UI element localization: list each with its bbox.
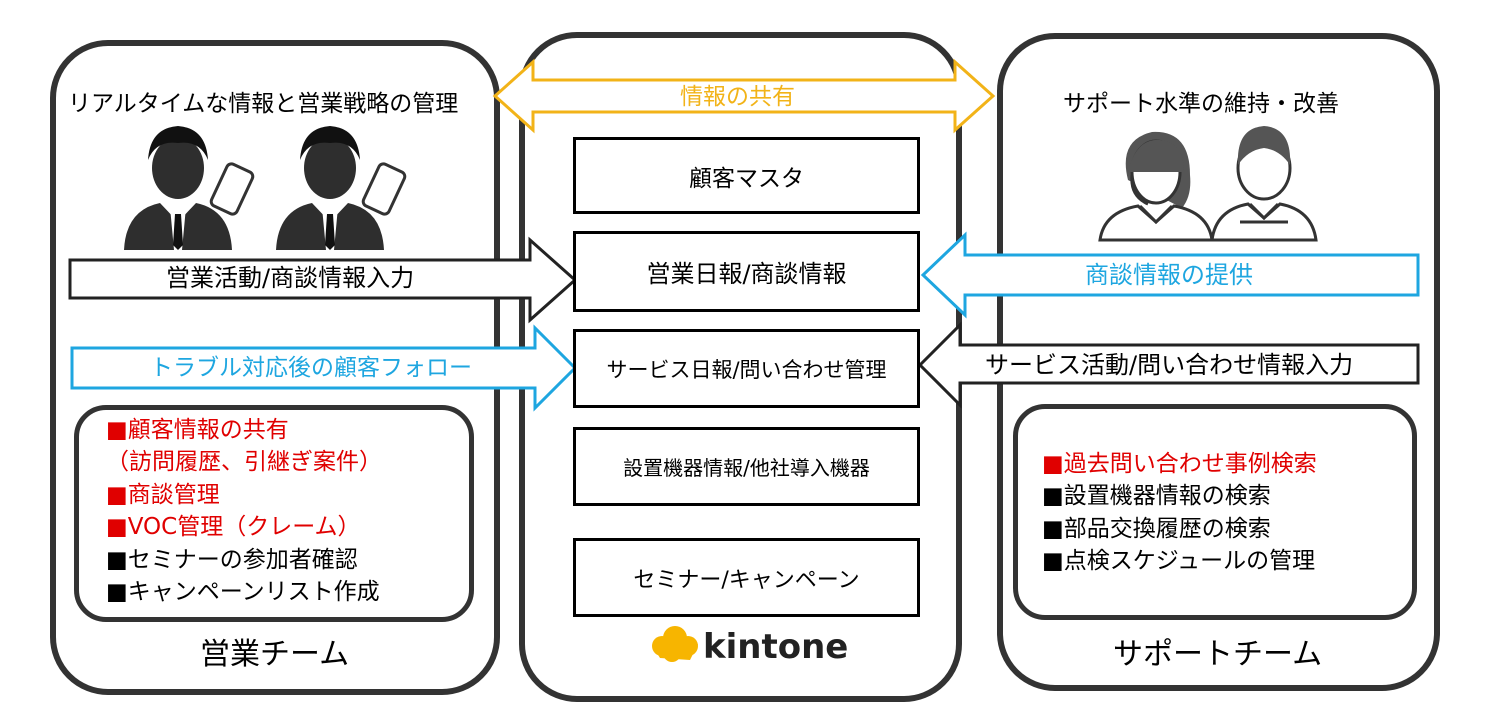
sales-feature-list: ■顧客情報の共有 （訪問履歴、引継ぎ案件） ■商談管理 ■VOC管理（クレーム）… <box>106 414 382 608</box>
provide-info-arrow <box>920 231 1420 319</box>
service-report-box: サービス日報/問い合わせ管理 <box>573 329 920 408</box>
list-item: ■部品交換履歴の検索 <box>1042 515 1271 542</box>
provide-info-label: 商談情報の提供 <box>1085 261 1253 289</box>
operator-headset-icon <box>1098 131 1214 242</box>
share-label: 情報の共有 <box>680 84 795 110</box>
sales-input-label: 営業活動/商談情報入力 <box>166 264 415 292</box>
support-feature-list: ■過去問い合わせ事例検索 ■設置機器情報の検索 ■部品交換履歴の検索 ■点検スケ… <box>1042 448 1317 578</box>
list-item: ■過去問い合わせ事例検索 <box>1042 451 1317 477</box>
support-input-arrow <box>917 321 1420 409</box>
list-item: ■セミナーの参加者確認 <box>106 546 358 573</box>
sales-input-arrow <box>68 236 578 324</box>
sales-team-label: 営業チーム <box>200 637 350 672</box>
smartphone-icon <box>209 162 255 216</box>
list-item: ■顧客情報の共有 <box>106 417 289 443</box>
support-heading: サポート水準の維持・改善 <box>1063 91 1339 117</box>
salesman-icon <box>276 126 384 250</box>
smartphone-icon <box>361 162 407 216</box>
support-input-label: サービス活動/問い合わせ情報入力 <box>985 351 1354 379</box>
list-item: ■設置機器情報の検索 <box>1042 483 1271 510</box>
salesman-icon <box>124 126 232 250</box>
followup-label: トラブル対応後の顧客フォロー <box>150 355 472 381</box>
list-item: ■VOC管理（クレーム） <box>106 514 361 541</box>
sales-report-box: 営業日報/商談情報 <box>573 231 920 312</box>
seminar-campaign-box: セミナー/キャンペーン <box>573 538 920 617</box>
customer-master-box: 顧客マスタ <box>573 137 920 214</box>
support-team-label: サポートチーム <box>1113 637 1323 672</box>
list-item: （訪問履歴、引継ぎ案件） <box>106 449 382 476</box>
list-item: ■点検スケジュールの管理 <box>1042 548 1316 575</box>
support-feature-list-box <box>1013 404 1417 620</box>
sales-feature-list-box <box>74 405 474 622</box>
equipment-info-box: 設置機器情報/他社導入機器 <box>573 427 920 506</box>
list-item: ■キャンペーンリスト作成 <box>106 579 380 606</box>
sales-heading: リアルタイムな情報と営業戦略の管理 <box>68 91 459 117</box>
share-double-arrow <box>492 58 996 134</box>
followup-arrow <box>70 324 578 412</box>
list-item: ■商談管理 <box>106 481 220 508</box>
kintone-logo-icon <box>652 626 698 662</box>
kintone-logo-text: kintone <box>703 627 849 667</box>
support-staff-icon <box>1210 126 1318 242</box>
